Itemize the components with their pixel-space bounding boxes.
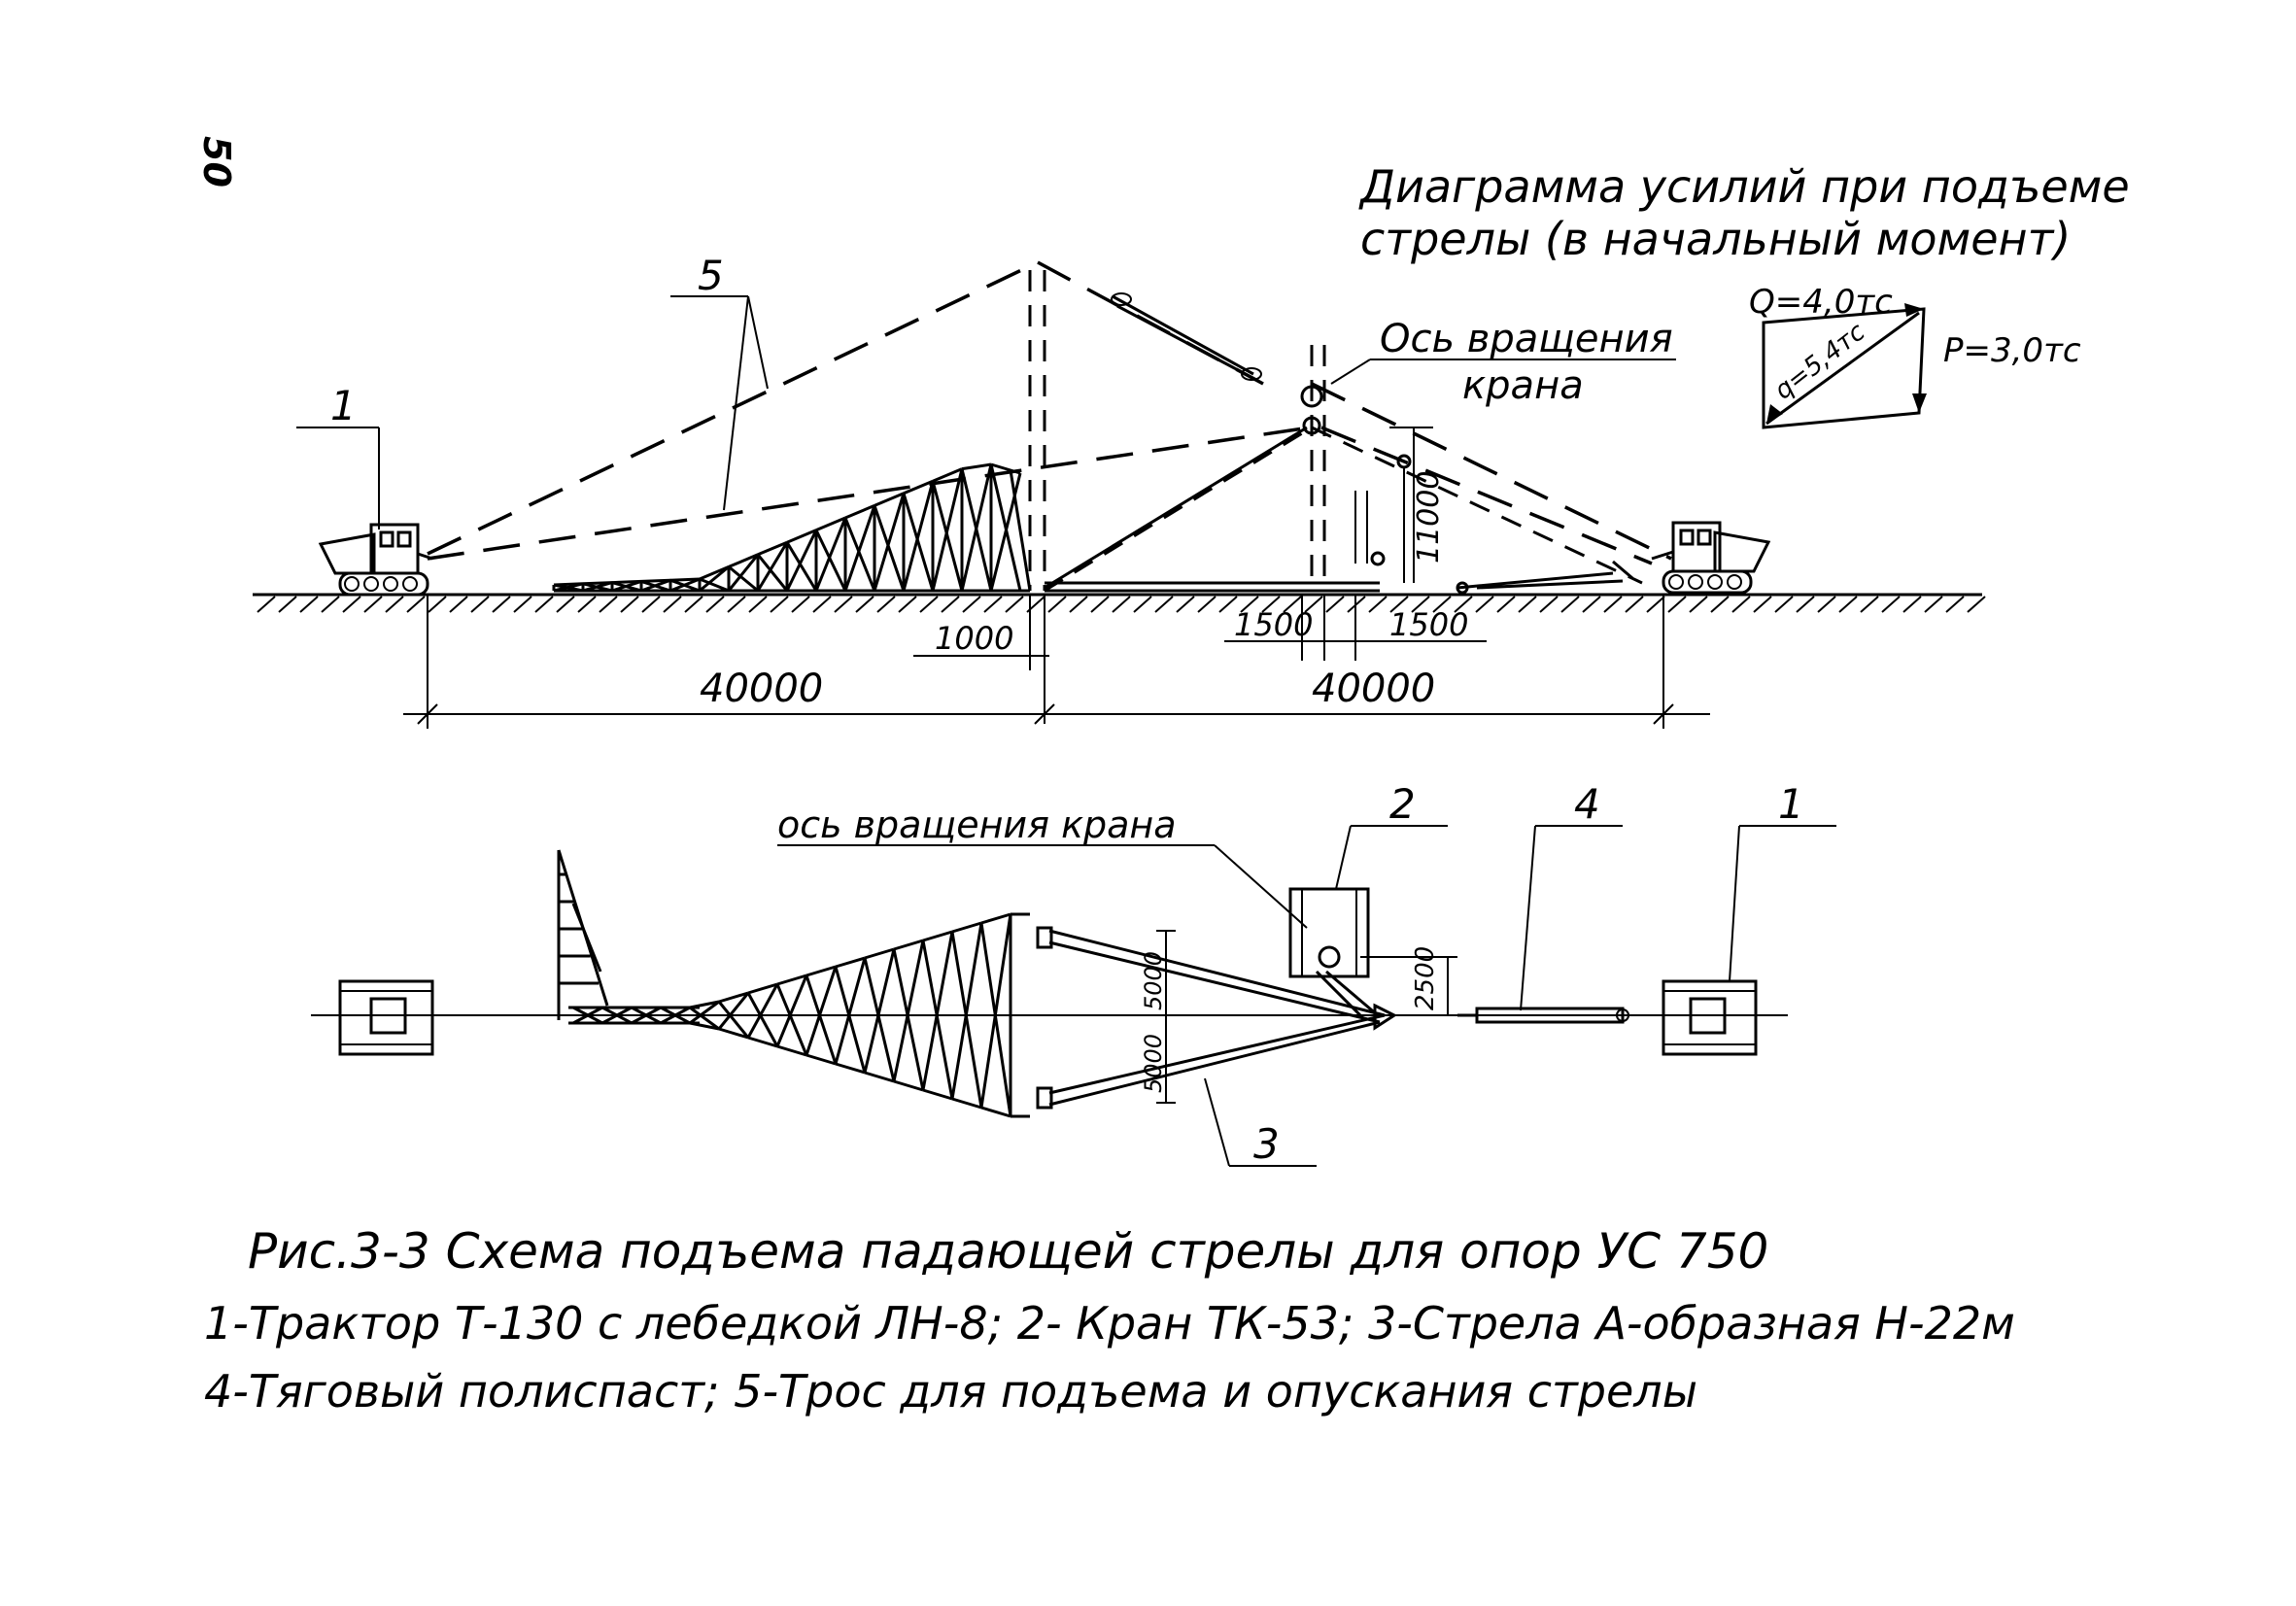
force-p-label: P=3,0тс [1943,331,2081,370]
leaders-plan [777,825,1836,1167]
caption: Рис.3-3 Схема подъема падающей стрелы дл… [204,1223,2015,1418]
plan-axis-label: ось вращения крана [777,803,1177,846]
ground-hatch [257,596,1986,613]
dimension-lines [403,427,1710,729]
force-diagonal [1765,311,1920,426]
plan-dimension-lines [1156,930,1457,1104]
a-frame-plan [1036,926,1398,1110]
dim-2500: 2500 [1411,946,1440,1010]
arrow-head-q [1904,303,1924,317]
tractor-plan-right [1662,979,1758,1056]
tractor-right [1651,521,1771,595]
leader-1-label-plan: 1 [1778,780,1804,828]
rotation-axis-label-line2: крана [1462,363,1584,408]
force-diag-label: q=5,4тс [1769,318,1870,406]
leader-4-label: 4 [1574,780,1600,828]
dim-5000-bottom: 5000 [1140,1034,1167,1093]
a-frame-raised [1044,385,1633,595]
arrow-head-p [1912,393,1927,413]
rotation-axis-label-line1: Ось вращения [1380,317,1673,361]
leader-3-label: 3 [1253,1120,1280,1168]
leader-1-label-elev: 1 [330,382,357,429]
force-diagram-title-line1: Диаграмма усилий при подъеме [1358,160,2130,213]
leader-5-label: 5 [698,252,724,299]
plan-view: ось вращения крана 2 4 1 3 2500 5000 500… [311,780,1836,1168]
leaders-elevation [296,295,1676,530]
caption-legend-line2: 4-Тяговый полиспаст; 5-Трос для подъема … [204,1365,1697,1418]
tractor-plan-left [338,979,434,1056]
page-number: 50 [195,136,238,188]
dim-1500-right: 1500 [1389,606,1468,643]
force-diagram-title-line2: стрелы (в начальный момент) [1360,213,2071,265]
elevation-view: 5 1 Ось вращения крана 11000 1000 1500 1… [253,252,1986,729]
force-q-label: Q=4,0тс [1749,283,1893,322]
boom-plan [557,849,1030,1118]
dim-40000-right: 40000 [1312,666,1435,711]
dim-40000-left: 40000 [700,666,823,711]
dim-1500-left: 1500 [1234,606,1313,643]
boom-lying-left [552,462,1032,593]
dim-5000-top: 5000 [1140,951,1167,1010]
caption-title: Рис.3-3 Схема подъема падающей стрелы дл… [248,1223,1768,1280]
arrow-head-diag [1766,404,1783,424]
dim-11000: 11000 [1412,471,1446,564]
crane-plan [1288,887,1379,1022]
caption-legend-line1: 1-Трактор Т-130 с лебедкой ЛН-8; 2- Кран… [204,1297,2015,1350]
leader-2-label: 2 [1389,780,1416,828]
cables-5 [427,260,1672,593]
polyspast-plan [1457,1007,1629,1024]
dim-1000: 1000 [935,620,1013,657]
tractor-left [318,523,433,597]
